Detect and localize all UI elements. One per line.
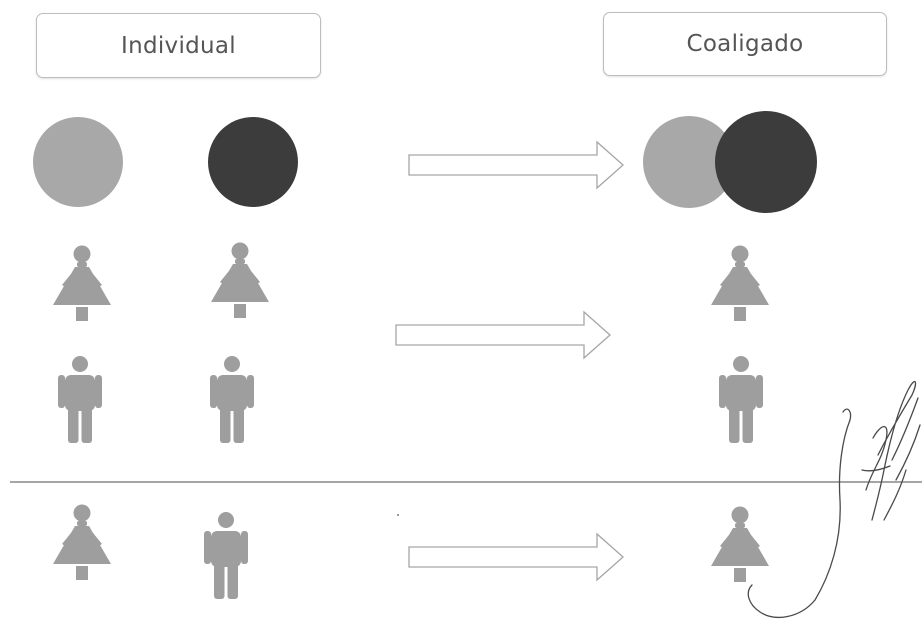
- male-person-icon: [210, 356, 254, 443]
- coaligado-light-circle: [643, 116, 735, 208]
- stray-dot: [397, 514, 399, 516]
- individual-light-circle: [33, 117, 123, 207]
- female-person-icon: [711, 245, 769, 321]
- female-person-icon: [53, 245, 111, 321]
- arrow-icon-row2: [395, 311, 611, 359]
- male-person-icon: [719, 356, 763, 443]
- arrow-icon-row1: [408, 141, 624, 189]
- coaligado-label-box: Coaligado: [603, 12, 887, 76]
- female-person-icon: [53, 504, 111, 580]
- individual-label-box: Individual: [36, 13, 321, 78]
- arrow-icon-row4: [408, 533, 624, 581]
- female-person-icon: [211, 242, 269, 318]
- male-person-icon: [204, 512, 248, 599]
- signature: [747, 380, 921, 618]
- coaligado-label: Coaligado: [686, 31, 804, 57]
- female-person-icon: [711, 506, 769, 582]
- individual-dark-circle: [208, 117, 298, 207]
- coaligado-dark-circle: [715, 111, 817, 213]
- individual-label: Individual: [120, 32, 236, 59]
- male-person-icon: [58, 356, 102, 443]
